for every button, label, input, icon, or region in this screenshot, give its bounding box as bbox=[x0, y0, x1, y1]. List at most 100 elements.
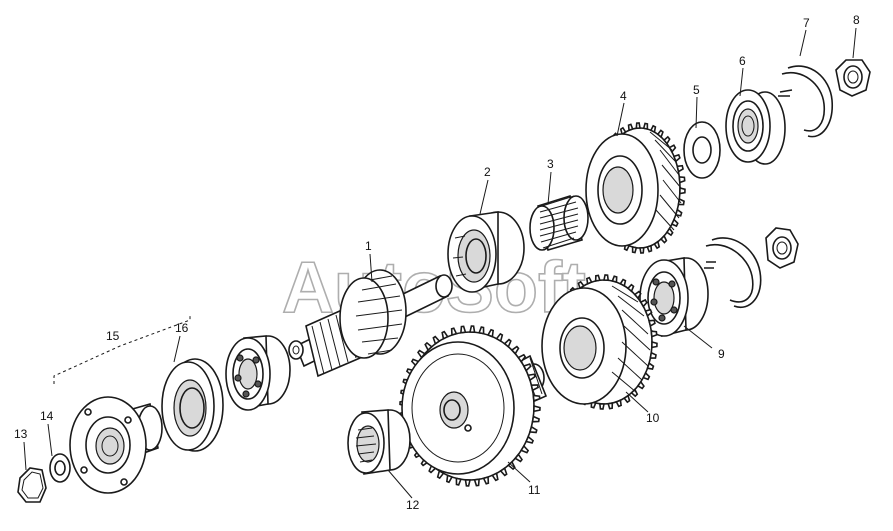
gear-tooth bbox=[649, 351, 657, 359]
part-8-nut bbox=[835, 59, 871, 97]
leader-lines bbox=[23, 27, 857, 499]
part-9-bearing bbox=[639, 257, 709, 338]
gear-tooth bbox=[674, 208, 683, 217]
gear-tooth bbox=[577, 280, 585, 290]
callout-8: 8 bbox=[853, 13, 860, 27]
bearing-left bbox=[225, 335, 291, 411]
gear-tooth bbox=[639, 246, 645, 254]
callout-6: 6 bbox=[739, 54, 746, 68]
gear-tooth bbox=[450, 327, 458, 337]
part-12-needle-bearing bbox=[347, 409, 411, 475]
gear-tooth bbox=[478, 326, 485, 335]
gear-tooth bbox=[503, 338, 512, 349]
gear-tooth bbox=[626, 283, 635, 293]
gear-tooth bbox=[656, 129, 664, 139]
gear-tooth bbox=[631, 245, 638, 254]
gear-tooth bbox=[668, 144, 677, 154]
gear-tooth bbox=[495, 332, 504, 343]
gear-tooth bbox=[646, 244, 653, 253]
gear-tooth bbox=[677, 197, 685, 206]
callout-13: 13 bbox=[14, 427, 28, 441]
gear-tooth bbox=[525, 435, 535, 444]
callout-15: 15 bbox=[106, 329, 120, 343]
gear-tooth bbox=[527, 373, 537, 382]
part-9-nut bbox=[765, 227, 799, 269]
gear-tooth bbox=[630, 388, 639, 398]
gear-tooth bbox=[598, 402, 605, 410]
gear-tooth bbox=[473, 478, 480, 487]
callouts: 1 2 3 4 5 6 7 8 9 10 11 12 13 14 15 16 bbox=[14, 13, 860, 512]
gear-tooth bbox=[517, 353, 527, 363]
gear-tooth bbox=[670, 218, 679, 228]
gear-tooth bbox=[649, 124, 657, 134]
gear-tooth bbox=[469, 325, 476, 334]
callout-11: 11 bbox=[528, 483, 541, 497]
gear-tooth bbox=[510, 345, 520, 355]
callout-12: 12 bbox=[406, 498, 420, 512]
part-9-snap-ring bbox=[704, 237, 762, 309]
gear-tooth bbox=[486, 328, 495, 338]
gear-tooth bbox=[678, 176, 686, 184]
gear-tooth bbox=[676, 164, 684, 173]
gear-tooth bbox=[585, 276, 593, 285]
gear-tooth bbox=[627, 123, 634, 132]
part-7-snap-ring bbox=[778, 65, 833, 138]
gear-tooth bbox=[650, 330, 658, 338]
gear-tooth bbox=[650, 340, 658, 349]
gear-tooth bbox=[533, 404, 541, 413]
gear-tooth bbox=[619, 278, 627, 288]
gear-tooth bbox=[633, 290, 642, 300]
gear-tooth bbox=[635, 122, 641, 130]
gear-tooth bbox=[499, 467, 508, 477]
gear-tooth bbox=[611, 275, 618, 284]
part-15-flange bbox=[69, 396, 163, 494]
callout-10: 10 bbox=[646, 411, 660, 425]
part-5-washer bbox=[683, 121, 721, 179]
callout-2: 2 bbox=[484, 165, 491, 179]
gear-tooth bbox=[672, 153, 681, 163]
gear-tooth bbox=[678, 186, 686, 195]
gear-tooth bbox=[531, 415, 540, 423]
gear-tooth bbox=[424, 341, 433, 352]
part-13-nut bbox=[17, 467, 47, 503]
gear-tooth bbox=[642, 122, 649, 131]
gear-tooth bbox=[646, 361, 655, 371]
gear-tooth bbox=[607, 402, 614, 410]
callout-5: 5 bbox=[693, 83, 700, 97]
part-4-helical-gear bbox=[585, 122, 686, 254]
callout-7: 7 bbox=[803, 16, 810, 30]
part-3-needle-bearing bbox=[529, 194, 589, 252]
gear-tooth bbox=[639, 298, 648, 308]
gear-tooth bbox=[522, 363, 532, 372]
callout-3: 3 bbox=[547, 157, 554, 171]
gear-tooth bbox=[642, 371, 651, 381]
gear-tooth bbox=[665, 227, 674, 237]
callout-14: 14 bbox=[40, 409, 54, 423]
callout-16: 16 bbox=[175, 321, 189, 335]
part-6-bearing bbox=[725, 89, 786, 165]
gear-tooth bbox=[514, 453, 523, 463]
part-10-helical-gear bbox=[541, 274, 658, 410]
gear-tooth bbox=[491, 472, 499, 482]
gear-tooth bbox=[460, 325, 467, 334]
gear-tooth bbox=[636, 380, 645, 390]
callout-1: 1 bbox=[365, 239, 372, 253]
gear-tooth bbox=[623, 394, 631, 404]
gear-tooth bbox=[464, 478, 471, 487]
gear-tooth bbox=[653, 240, 661, 250]
gear-tooth bbox=[648, 319, 656, 328]
gear-tooth bbox=[594, 274, 601, 282]
part-16-seal-ring bbox=[161, 358, 224, 452]
part-11-spur-gear bbox=[399, 325, 548, 487]
part-2-sync-sleeve bbox=[447, 211, 525, 293]
gear-tooth bbox=[520, 444, 530, 454]
gear-tooth bbox=[530, 384, 540, 392]
gear-tooth bbox=[659, 234, 668, 244]
part-1-main-shaft bbox=[288, 269, 453, 378]
gear-tooth bbox=[603, 274, 610, 282]
callout-9: 9 bbox=[718, 347, 725, 361]
gear-tooth bbox=[441, 330, 449, 340]
callout-4: 4 bbox=[620, 89, 627, 103]
gear-tooth bbox=[482, 475, 490, 485]
